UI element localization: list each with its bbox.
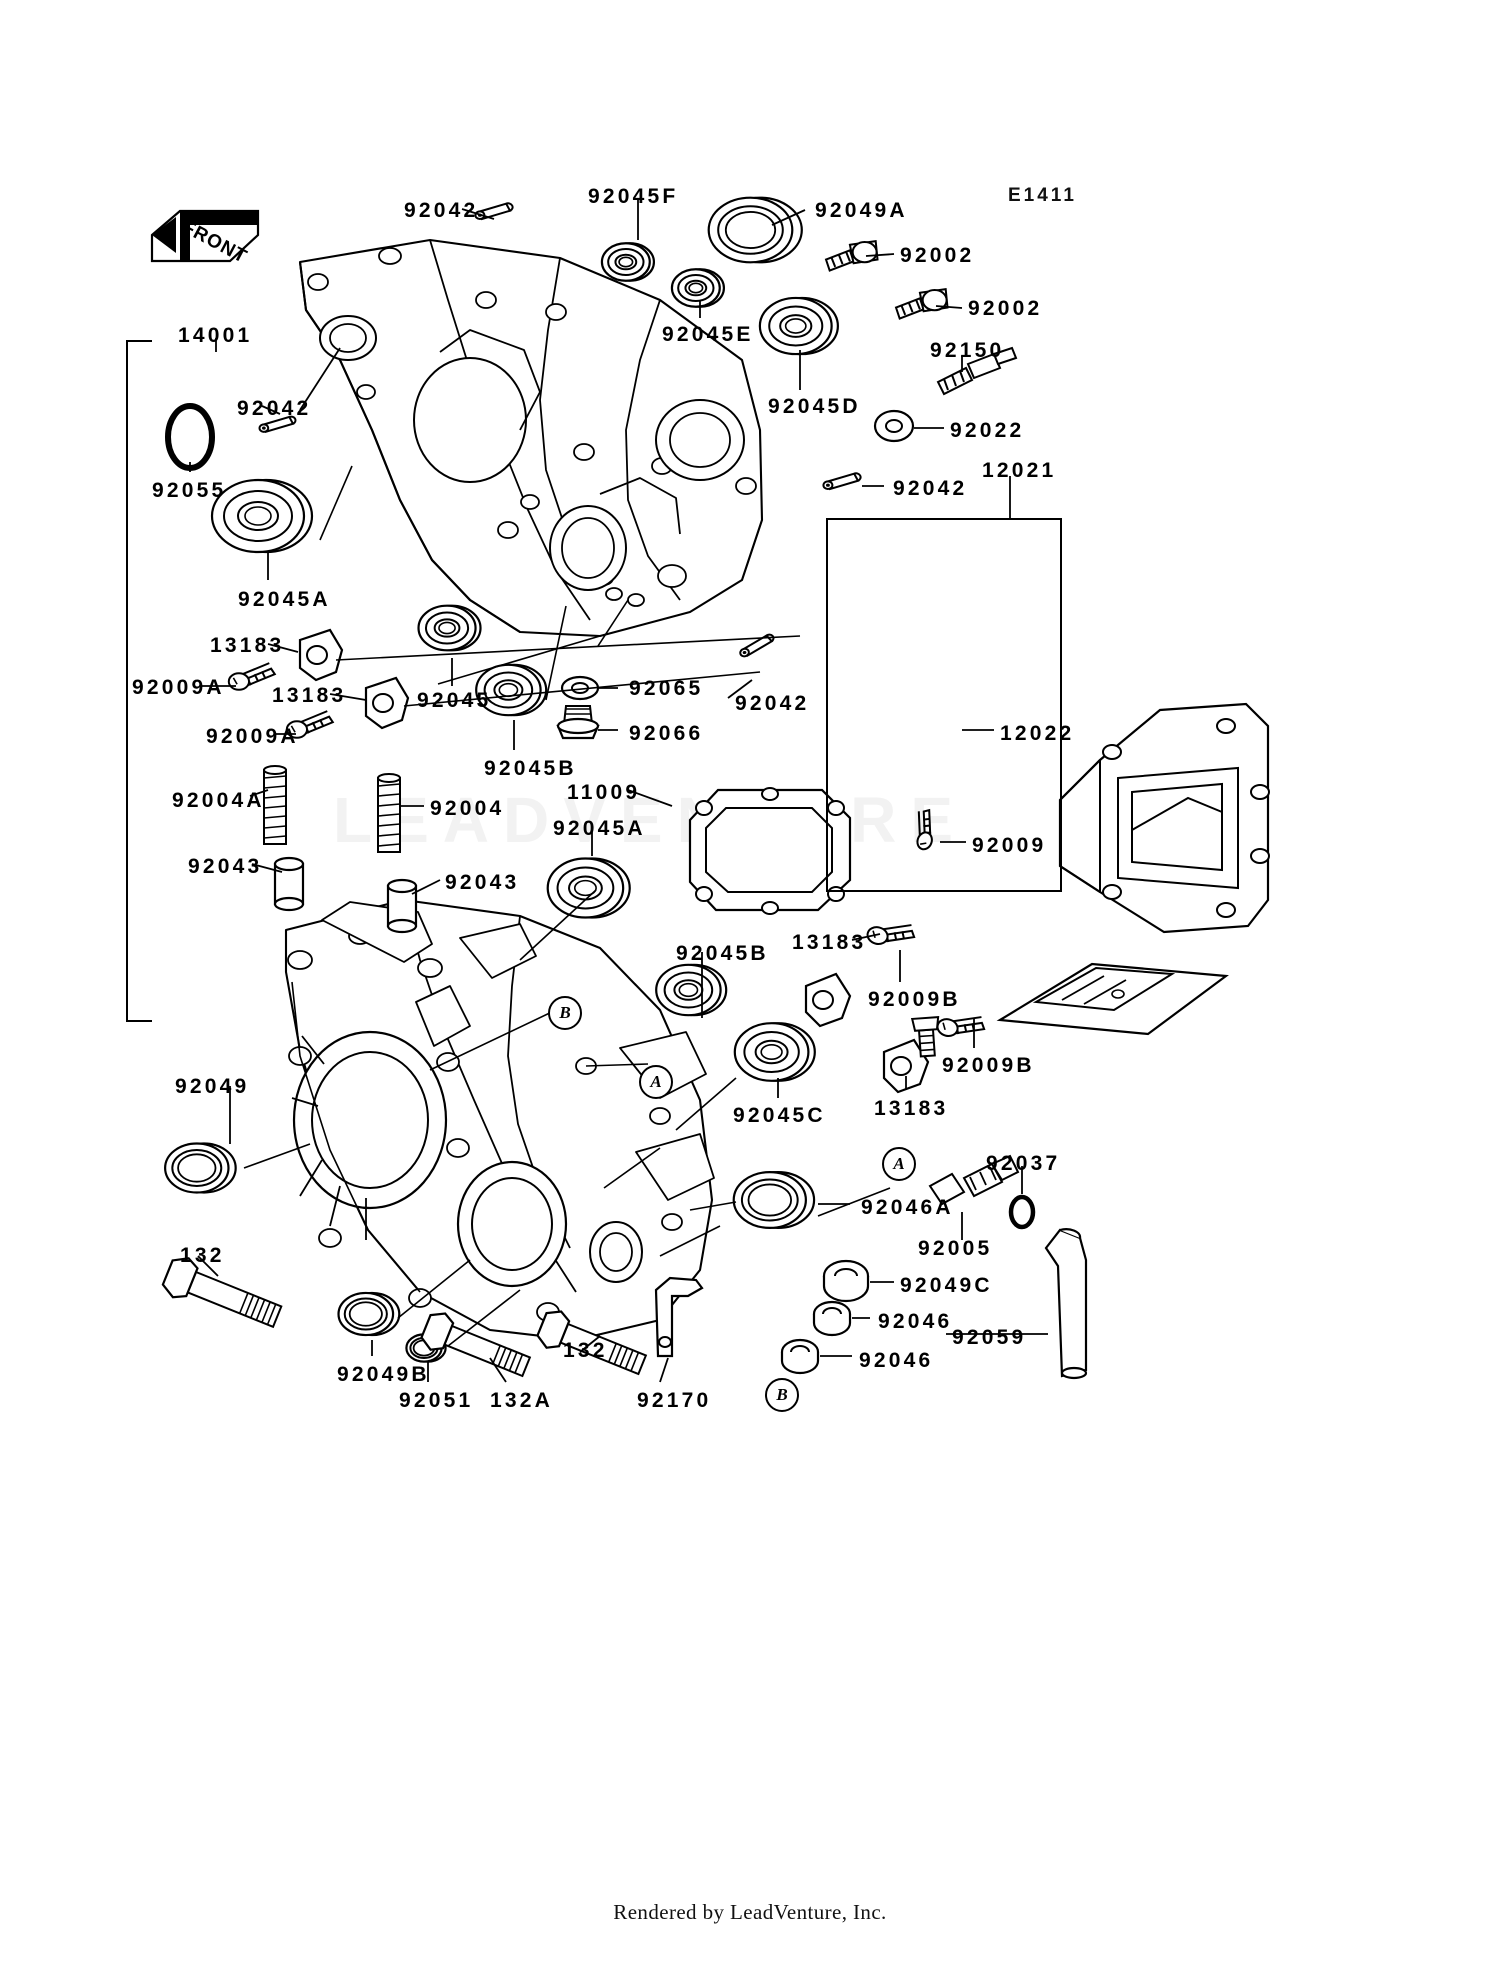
part-number-label[interactable]: 92004A <box>172 789 265 812</box>
part-number-label[interactable]: 13183 <box>210 634 285 657</box>
part-number-label[interactable]: 92049 <box>175 1075 250 1098</box>
footer-credit: Rendered by LeadVenture, Inc. <box>613 1900 887 1924</box>
part-number-label[interactable]: 92059 <box>952 1326 1027 1349</box>
part-number-label[interactable]: 92009B <box>868 988 961 1011</box>
part-number-label[interactable]: 92045A <box>238 588 331 611</box>
part-number-label[interactable]: 92045E <box>662 323 754 346</box>
part-number-label[interactable]: 92043 <box>188 855 263 878</box>
part-number-label[interactable]: 92046 <box>878 1310 953 1333</box>
part-number-label[interactable]: 92022 <box>950 419 1025 442</box>
front-arrow-badge: FRONT <box>150 205 262 275</box>
part-number-label[interactable]: 92045F <box>588 185 679 208</box>
part-number-label[interactable]: 92042 <box>735 692 810 715</box>
part-number-label[interactable]: 92042 <box>893 477 968 500</box>
ref-circle-b-upper: B <box>548 996 582 1030</box>
part-number-label[interactable]: 92051 <box>399 1389 474 1412</box>
part-number-label[interactable]: 12022 <box>1000 722 1075 745</box>
part-number-label[interactable]: 92049C <box>900 1274 993 1297</box>
part-number-label[interactable]: 92150 <box>930 339 1005 362</box>
part-number-label[interactable]: 132 <box>180 1244 225 1267</box>
part-number-label[interactable]: 92009A <box>132 676 225 699</box>
group-box-12021 <box>826 518 1062 892</box>
part-number-label[interactable]: 92046A <box>861 1196 954 1219</box>
part-number-label[interactable]: 92043 <box>445 871 520 894</box>
part-number-label[interactable]: 92045D <box>768 395 861 418</box>
part-number-label[interactable]: 92045C <box>733 1104 826 1127</box>
part-number-label[interactable]: 92009A <box>206 725 299 748</box>
part-number-label[interactable]: 92170 <box>637 1389 712 1412</box>
part-number-label[interactable]: 11009 <box>567 781 641 804</box>
part-number-label[interactable]: 92045B <box>484 757 577 780</box>
part-number-label[interactable]: 92045 <box>417 689 492 712</box>
part-number-label[interactable]: 92005 <box>918 1237 993 1260</box>
part-number-label[interactable]: 92042 <box>237 397 312 420</box>
part-number-label[interactable]: 132A <box>490 1389 554 1412</box>
part-number-label[interactable]: 92066 <box>629 722 704 745</box>
part-number-label[interactable]: 92046 <box>859 1349 934 1372</box>
part-number-label[interactable]: 14001 <box>178 324 253 347</box>
part-number-label[interactable]: 92065 <box>629 677 704 700</box>
ref-circle-a-upper: A <box>639 1065 673 1099</box>
part-number-label[interactable]: 132 <box>563 1339 608 1362</box>
part-number-label[interactable]: 92045B <box>676 942 769 965</box>
part-number-label[interactable]: 92055 <box>152 479 227 502</box>
part-number-label[interactable]: 92009B <box>942 1054 1035 1077</box>
ref-circle-b-lower: B <box>765 1378 799 1412</box>
part-number-label[interactable]: 92037 <box>986 1152 1061 1175</box>
part-number-label[interactable]: 13183 <box>272 684 347 707</box>
part-number-label[interactable]: 92049B <box>337 1363 430 1386</box>
part-number-label[interactable]: 92049A <box>815 199 908 222</box>
o-ring <box>168 406 212 468</box>
part-number-label[interactable]: 92042 <box>404 199 479 222</box>
part-number-label[interactable]: 92045A <box>553 817 646 840</box>
part-number-label[interactable]: 13183 <box>792 931 867 954</box>
ref-circle-a-lower: A <box>882 1147 916 1181</box>
part-number-label[interactable]: 13183 <box>874 1097 949 1120</box>
part-number-label[interactable]: 92004 <box>430 797 505 820</box>
group-bracket-14001 <box>126 340 152 1022</box>
front-arrow-icon: FRONT <box>150 209 260 268</box>
part-number-label[interactable]: 92002 <box>900 244 975 267</box>
part-number-label[interactable]: 92009 <box>972 834 1047 857</box>
diagram-id: E1411 <box>1008 185 1077 206</box>
part-number-label[interactable]: 12021 <box>982 459 1057 482</box>
part-number-label[interactable]: 92002 <box>968 297 1043 320</box>
